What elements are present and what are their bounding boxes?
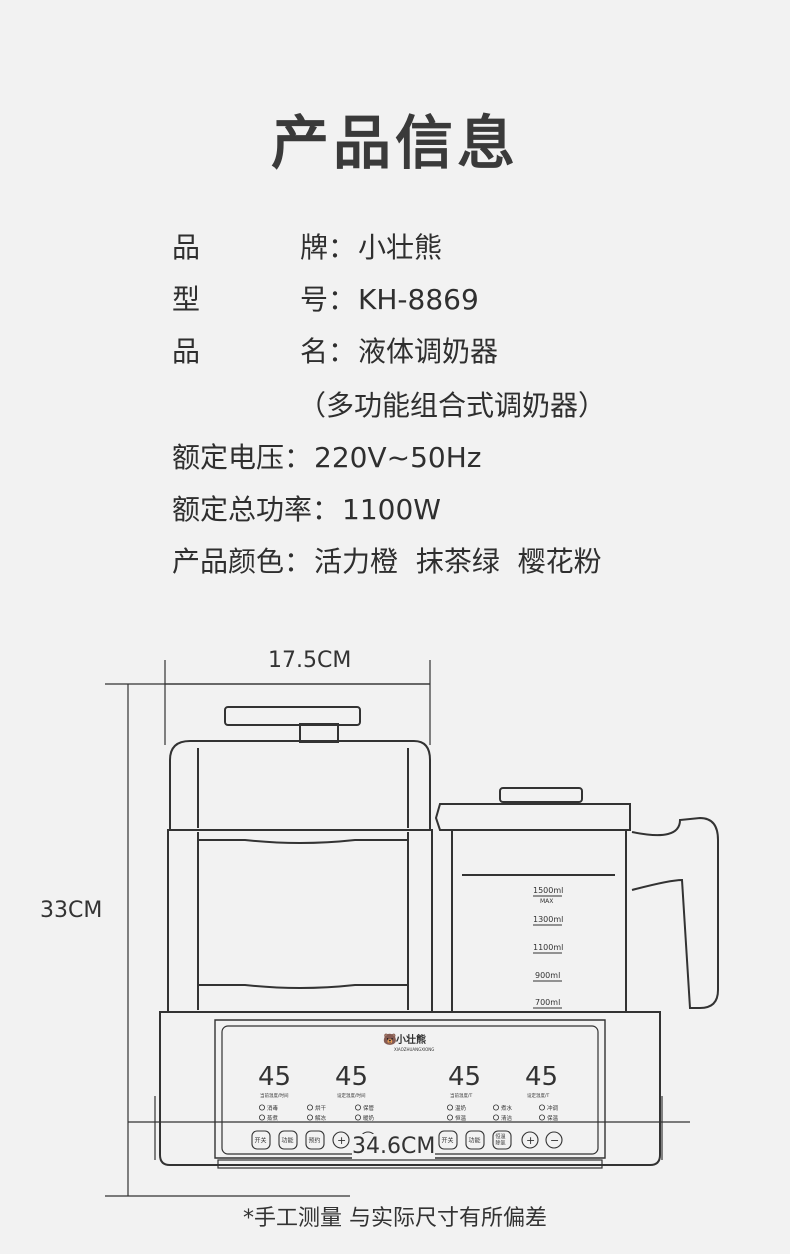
panel-button[interactable]: + [332,1131,350,1149]
display-readout: 45 [335,1062,368,1092]
spec-voltage: 额定电压：220V~50Hz [172,436,481,476]
scale-mark-label: 1300ml [533,915,563,924]
brand-logo-en: XIAOZHUANGXIONG [394,1047,434,1052]
mode-label: 冲调 [547,1104,559,1112]
panel-button[interactable]: + [521,1131,539,1149]
panel-button[interactable]: 开关 [251,1130,271,1150]
spec-value: 液体调奶器 [358,335,499,368]
mode-indicator-icon [492,1104,499,1111]
panel-button-label: 除氯 [496,1140,506,1147]
spec-model: 型号：KH-8869 [172,278,479,318]
panel-button-label: + [526,1134,535,1147]
panel-button-label: 功能 [282,1137,294,1145]
dimension-width-top: 17.5CM [268,648,352,673]
footnote: *手工测量 与实际尺寸有所偏差 [243,1206,547,1231]
mode-indicator-icon [539,1104,546,1111]
display-caption: 设定温度/时间 [337,1092,366,1099]
scale-mark-label: 1100ml [533,943,563,952]
panel-button-label: 开关 [442,1137,454,1145]
spec-label: 产品颜色 [172,545,285,578]
display-readout: 45 [258,1062,291,1092]
panel-button-label: 恒温 [496,1133,506,1140]
panel-button[interactable]: 功能 [278,1130,298,1150]
spec-label: 品名 [172,335,328,368]
control-panel: 🐻小壮熊XIAOZHUANGXIONG45当前温度/时间45设定温度/时间45当… [251,1032,563,1150]
spec-colors: 产品颜色：活力橙 抹茶绿 樱花粉 [172,540,602,580]
panel-button-label: + [337,1134,346,1147]
spec-label: 品牌 [172,231,328,264]
mode-label: 解冻 [315,1114,327,1122]
scale-mark-label: MAX [540,898,553,905]
panel-button-label: − [550,1134,559,1147]
mode-label: 温奶 [455,1104,467,1112]
mode-label: 保管 [363,1104,375,1112]
mode-label: 暖奶 [363,1114,375,1122]
spec-value: 活力橙 抹茶绿 樱花粉 [314,545,602,578]
brand-logo-text: 小壮熊 [395,1033,426,1046]
scale-mark-label: 1500ml [533,886,563,895]
scale-mark-label: 700ml [535,998,560,1007]
mode-indicator-icon [306,1104,313,1111]
panel-button-label: 预约 [309,1137,321,1145]
mode-indicator-icon [354,1114,361,1121]
spec-value: 220V~50Hz [314,441,482,474]
spec-label: 额定电压 [172,441,285,474]
brand-logo: 🐻 [383,1032,397,1046]
display-caption: 当前温度/时间 [260,1092,289,1099]
mode-indicator-icon [539,1114,546,1121]
display-caption: 设定温度/T [527,1092,550,1099]
spec-label: 型号 [172,283,328,316]
mode-label: 恒温 [455,1114,467,1122]
spec-name-extra: （多功能组合式调奶器） [298,389,607,422]
panel-button[interactable]: 开关 [438,1130,458,1150]
spec-label: 额定总功率 [172,493,313,526]
mode-indicator-icon [492,1114,499,1121]
mode-label: 煮水 [501,1104,513,1112]
spec-power: 额定总功率：1100W [172,488,441,528]
scale-mark-label: 900ml [535,971,560,980]
mode-indicator-icon [258,1114,265,1121]
spec-value: 小壮熊 [358,231,443,264]
mode-label: 保温 [547,1114,559,1122]
mode-label: 烘干 [315,1104,327,1112]
kettle-unit [434,787,719,1013]
panel-button-label: 功能 [469,1137,481,1145]
mode-label: 蒸煮 [267,1114,279,1122]
dimension-width-bottom: 34.6CM [352,1134,436,1159]
spec-brand: 品牌：小壮熊 [172,226,442,266]
panel-button[interactable]: − [545,1131,563,1149]
panel-button[interactable]: 功能 [465,1130,485,1150]
mode-label: 消毒 [267,1104,279,1112]
panel-button[interactable]: 预约 [305,1130,325,1150]
mode-indicator-icon [446,1104,453,1111]
spec-name: 品名：液体调奶器 [172,330,498,370]
display-caption: 当前温度/T [450,1092,473,1099]
mode-indicator-icon [258,1104,265,1111]
panel-button-label: 开关 [255,1137,267,1145]
display-readout: 45 [525,1062,558,1092]
mode-indicator-icon [446,1114,453,1121]
dimension-height: 33CM [40,898,103,923]
sterilizer-unit [167,706,433,1013]
spec-value: KH-8869 [358,283,479,316]
spec-value: 1100W [342,493,441,526]
page-title: 产品信息 [270,109,519,177]
display-readout: 45 [448,1062,481,1092]
mode-indicator-icon [354,1104,361,1111]
mode-label: 清洁 [501,1114,513,1122]
mode-indicator-icon [306,1114,313,1121]
